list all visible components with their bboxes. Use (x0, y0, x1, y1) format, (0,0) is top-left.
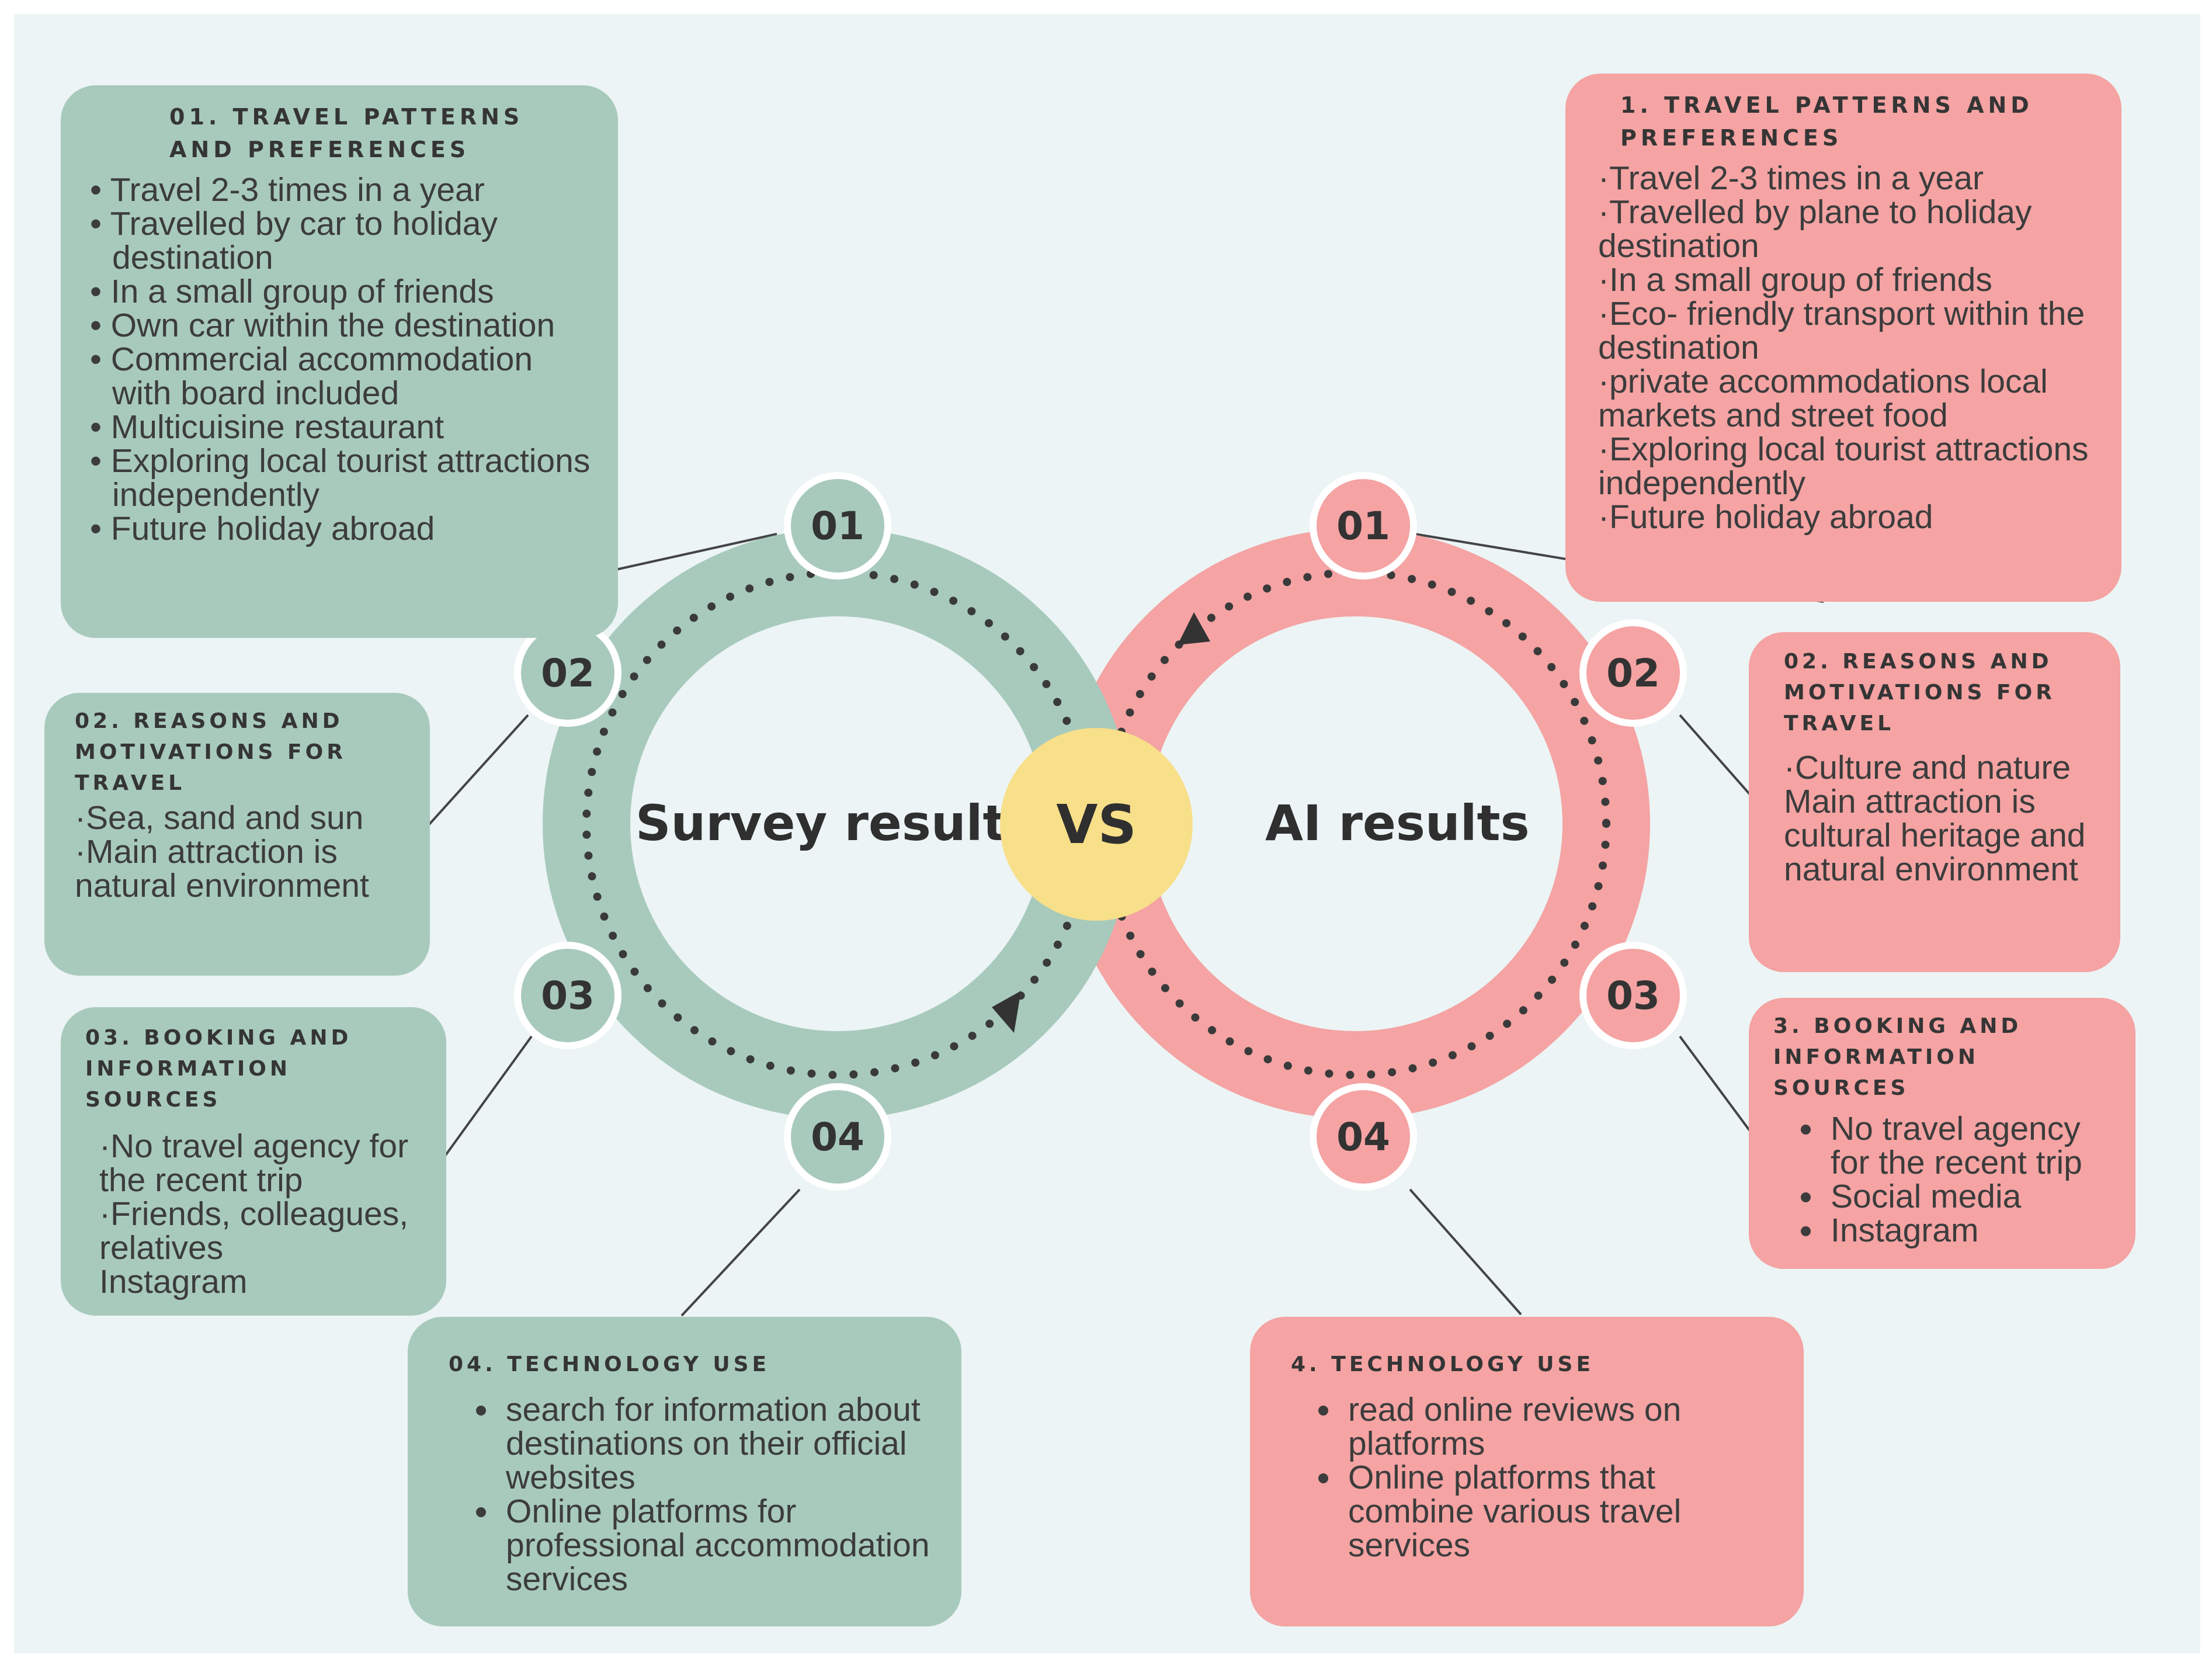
list-item: ·Travelled by plane to holiday destinati… (1598, 193, 2032, 265)
list-item: ·Friends, colleagues, relatives (99, 1195, 409, 1267)
connector-ai-03 (1679, 1035, 1751, 1132)
ai-results-label: AI results (1265, 795, 1530, 852)
list-item: read online reviews on platforms (1342, 1393, 1780, 1461)
list-item: ·No travel agency for the recent trip (99, 1128, 409, 1199)
survey-box-travel-patterns: 01. TRAVEL PATTERNS AND PREFERENCES • Tr… (61, 85, 618, 638)
list-item: Instagram (1825, 1213, 2124, 1247)
survey-marker-04: 04 (784, 1083, 891, 1191)
ai-box-travel-patterns: 1. TRAVEL PATTERNS AND PREFERENCES ·Trav… (1565, 74, 2121, 602)
list-item: search for information about destination… (500, 1393, 938, 1494)
survey-box4-list: search for information about destination… (449, 1393, 938, 1596)
list-item: • Multicuisine restaurant (90, 408, 445, 446)
list-item: ·Eco- friendly transport within the dest… (1598, 295, 2085, 366)
ai-box1-heading: 1. TRAVEL PATTERNS AND PREFERENCES (1620, 92, 2033, 151)
ai-box3-heading: 3. BOOKING AND INFORMATION SOURCES (1773, 1014, 2022, 1100)
list-item: ·In a small group of friends (1598, 261, 1992, 299)
vs-badge: VS (1000, 728, 1193, 921)
list-item: • Future holiday abroad (90, 510, 435, 547)
connector-survey-04 (680, 1188, 801, 1317)
ai-box4-heading: 4. TECHNOLOGY USE (1291, 1352, 1595, 1376)
list-item: • Travelled by car to holiday destinatio… (90, 205, 498, 276)
survey-box-reasons: 02. REASONS AND MOTIVATIONS FOR TRAVEL ·… (44, 693, 430, 976)
ai-dotted-path (1100, 568, 1610, 1079)
survey-box-technology: 04. TECHNOLOGY USE search for informatio… (408, 1317, 961, 1626)
ai-box2-list: ·Culture and nature Main attraction is c… (1784, 751, 2105, 886)
list-item: ·Exploring local tourist attractions ind… (1598, 431, 2089, 502)
list-item: Online platforms for professional accomm… (500, 1494, 938, 1596)
ai-box1-list: ·Travel 2-3 times in a year ·Travelled b… (1598, 161, 2098, 534)
list-item: • In a small group of friends (90, 273, 494, 310)
survey-box2-list: ·Sea, sand and sun ·Main attraction is n… (75, 801, 412, 903)
list-item: Instagram (99, 1263, 248, 1300)
list-item: • Travel 2-3 times in a year (90, 171, 485, 209)
list-item: • Exploring local tourist attractions in… (90, 442, 591, 514)
list-item: ·Sea, sand and sun (75, 799, 364, 837)
ai-box-booking: 3. BOOKING AND INFORMATION SOURCES No tr… (1749, 998, 2135, 1269)
list-item: Main attraction is cultural heritage and… (1784, 783, 2086, 888)
ai-box4-list: read online reviews on platforms Online … (1291, 1393, 1780, 1562)
list-item: ·Future holiday abroad (1598, 498, 1933, 536)
survey-box4-heading: 04. TECHNOLOGY USE (449, 1352, 770, 1376)
list-item: Online platforms that combine various tr… (1342, 1461, 1780, 1562)
survey-arrow-icon (992, 991, 1021, 1033)
survey-box2-heading: 02. REASONS AND MOTIVATIONS FOR TRAVEL (75, 709, 346, 795)
survey-box-booking: 03. BOOKING AND INFORMATION SOURCES ·No … (61, 1007, 446, 1316)
connector-survey-03 (442, 1035, 533, 1160)
survey-box1-heading: 01. TRAVEL PATTERNS AND PREFERENCES (169, 104, 524, 162)
list-item: No travel agency for the recent trip (1825, 1112, 2124, 1180)
ai-marker-04: 04 (1310, 1083, 1417, 1191)
list-item: Social media (1825, 1180, 2124, 1213)
connector-survey-02 (428, 714, 529, 826)
ai-ring-overlap (1104, 529, 1356, 716)
survey-results-label: Survey results (636, 795, 1036, 852)
list-item: ·private accommodations local markets an… (1598, 363, 2048, 434)
survey-marker-03: 03 (514, 942, 621, 1049)
diagram-canvas: Survey results VS AI results 01 02 03 04… (14, 14, 2200, 1653)
connector-ai-02 (1679, 714, 1751, 796)
ai-box-reasons: 02. REASONS AND MOTIVATIONS FOR TRAVEL ·… (1749, 632, 2120, 972)
ai-marker-01: 01 (1310, 472, 1417, 580)
survey-box1-list: • Travel 2-3 times in a year • Travelled… (90, 173, 592, 546)
connector-ai-04 (1409, 1188, 1522, 1316)
ai-box3-list: No travel agency for the recent trip Soc… (1773, 1112, 2124, 1247)
survey-box3-heading: 03. BOOKING AND INFORMATION SOURCES (85, 1026, 352, 1112)
list-item: • Commercial accommodation with board in… (90, 341, 533, 412)
survey-box3-list: ·No travel agency for the recent trip ·F… (85, 1129, 430, 1299)
ai-marker-03: 03 (1579, 942, 1687, 1049)
list-item: ·Travel 2-3 times in a year (1598, 159, 1984, 197)
ai-marker-02: 02 (1579, 619, 1687, 727)
ai-arrow-icon (1178, 612, 1210, 645)
list-item: ·Culture and nature (1784, 749, 2071, 786)
ai-box2-heading: 02. REASONS AND MOTIVATIONS FOR TRAVEL (1784, 650, 2055, 736)
vs-label: VS (1056, 793, 1137, 856)
survey-marker-01: 01 (784, 472, 891, 580)
ai-box-technology: 4. TECHNOLOGY USE read online reviews on… (1250, 1317, 1804, 1626)
list-item: ·Main attraction is natural environment (75, 833, 369, 904)
list-item: • Own car within the destination (90, 307, 555, 344)
ai-ring-overlap-lower (1104, 932, 1356, 1119)
